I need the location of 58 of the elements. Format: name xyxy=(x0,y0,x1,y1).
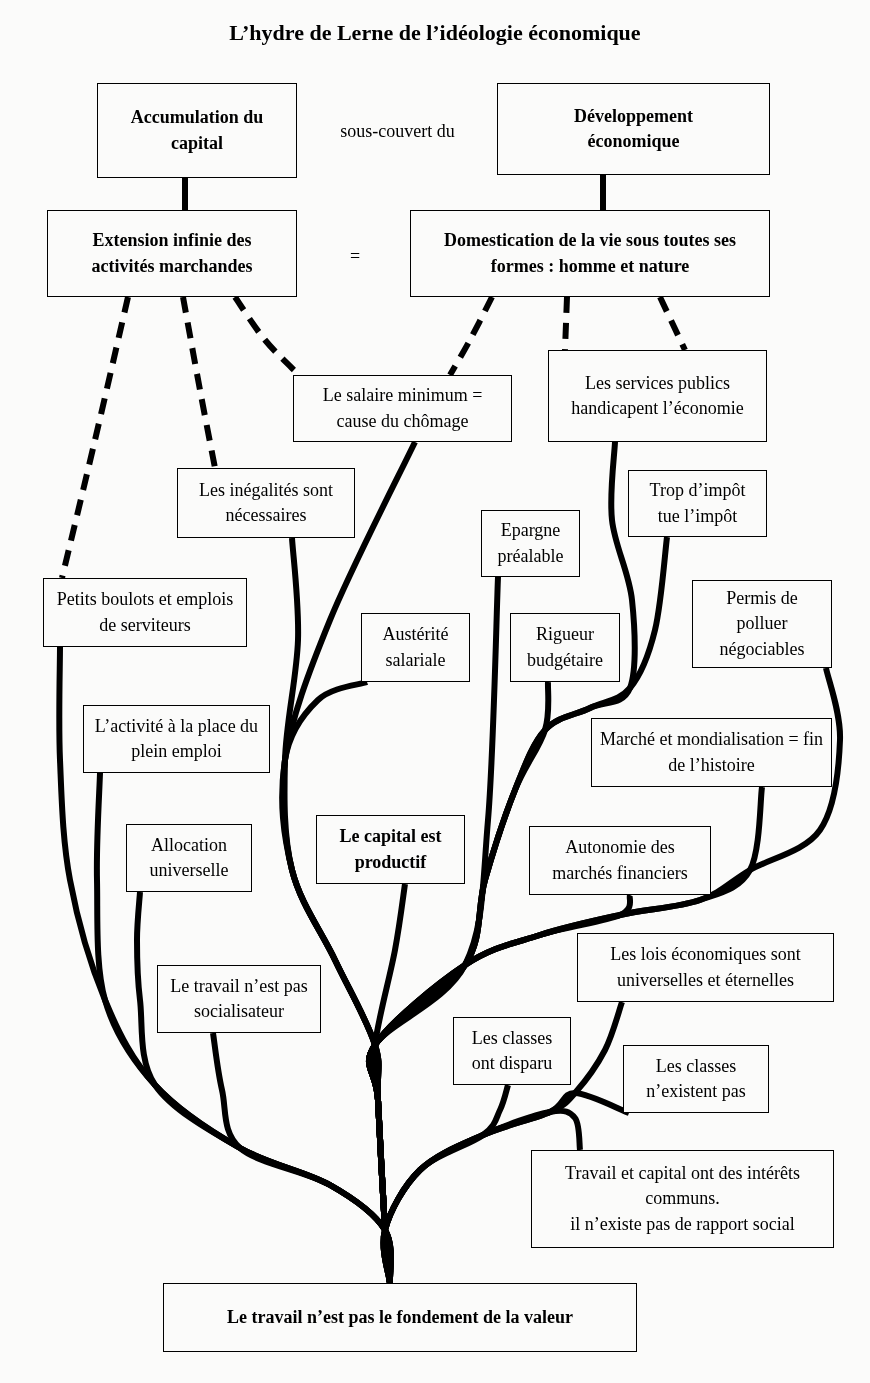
text-box xyxy=(157,965,321,1033)
connector-text: sous-couvert du xyxy=(339,120,456,143)
box-text: Epargne préalable xyxy=(496,519,565,568)
text-box xyxy=(293,375,512,442)
text-box xyxy=(577,933,834,1002)
text-box xyxy=(481,510,580,577)
dashed-connector xyxy=(59,296,131,579)
text-box xyxy=(316,815,465,884)
text-box xyxy=(510,613,620,682)
text-box xyxy=(692,580,832,668)
text-box xyxy=(548,350,767,442)
text-box xyxy=(529,826,711,895)
text-box xyxy=(628,470,767,537)
box-text: Les classes n’existent pas xyxy=(645,1054,747,1103)
branch-line xyxy=(182,178,188,210)
text-box xyxy=(361,613,470,682)
box-text: Petits boulots et emplois de serviteurs xyxy=(55,588,235,637)
dashed-connector xyxy=(180,296,218,469)
box-text: Travail et capital ont des intérêts communs. xyxy=(564,1162,801,1211)
box-text: Trop d’impôt tue l’impôt xyxy=(648,479,747,528)
box-text: Extension infinie des activités marchandes xyxy=(90,229,254,278)
dashed-connector xyxy=(447,295,495,377)
diagram-title: L’hydre de Lerne de l’idéologie économique xyxy=(229,19,641,47)
connector-text: = xyxy=(348,245,362,268)
box-text: Le capital est productif xyxy=(338,825,443,874)
box-text: Accumulation du capital xyxy=(129,106,265,155)
box-text: Autonomie des marchés financiers xyxy=(551,836,689,885)
box-text: Le salaire minimum = cause du chômage xyxy=(321,384,484,433)
box-text: Développement économique xyxy=(573,104,694,153)
box-text: Les inégalités sont nécessaires xyxy=(198,478,334,527)
box-text: Permis de polluer négociables xyxy=(718,587,806,661)
text-box xyxy=(497,83,770,175)
box-text: Les lois économiques sont universelles et éternelles xyxy=(609,943,802,992)
box-text: Le travail n’est pas le fondement de la valeur xyxy=(227,1305,573,1329)
text-box xyxy=(623,1045,769,1113)
text-box xyxy=(163,1283,637,1352)
text-box xyxy=(453,1017,571,1085)
box-text: Domestication de la vie sous toutes ses formes : homme et nature xyxy=(443,229,737,278)
text-box xyxy=(126,824,252,892)
box-text: Les classes ont disparu xyxy=(470,1026,554,1075)
box-text: il n’existe pas de rapport social xyxy=(570,1212,795,1236)
box-text: Les services publics handicapent l’économie xyxy=(570,371,745,420)
text-box xyxy=(531,1150,834,1248)
text-box xyxy=(177,468,355,538)
box-text: Allocation universelle xyxy=(148,833,230,882)
box-text: L’activité à la place du plein emploi xyxy=(93,714,260,763)
box-text: Marché et mondialisation = fin de l’histoire xyxy=(598,728,825,777)
text-box xyxy=(97,83,297,178)
box-text: Rigueur budgétaire xyxy=(526,623,604,672)
text-box xyxy=(43,578,247,647)
text-box xyxy=(47,210,297,297)
box-text: Le travail n’est pas socialisateur xyxy=(169,974,309,1023)
text-box xyxy=(83,705,270,773)
text-box xyxy=(410,210,770,297)
dashed-connector xyxy=(657,295,688,352)
box-text: Austérité salariale xyxy=(381,623,450,672)
branch-line xyxy=(600,175,606,210)
text-box xyxy=(591,718,832,787)
